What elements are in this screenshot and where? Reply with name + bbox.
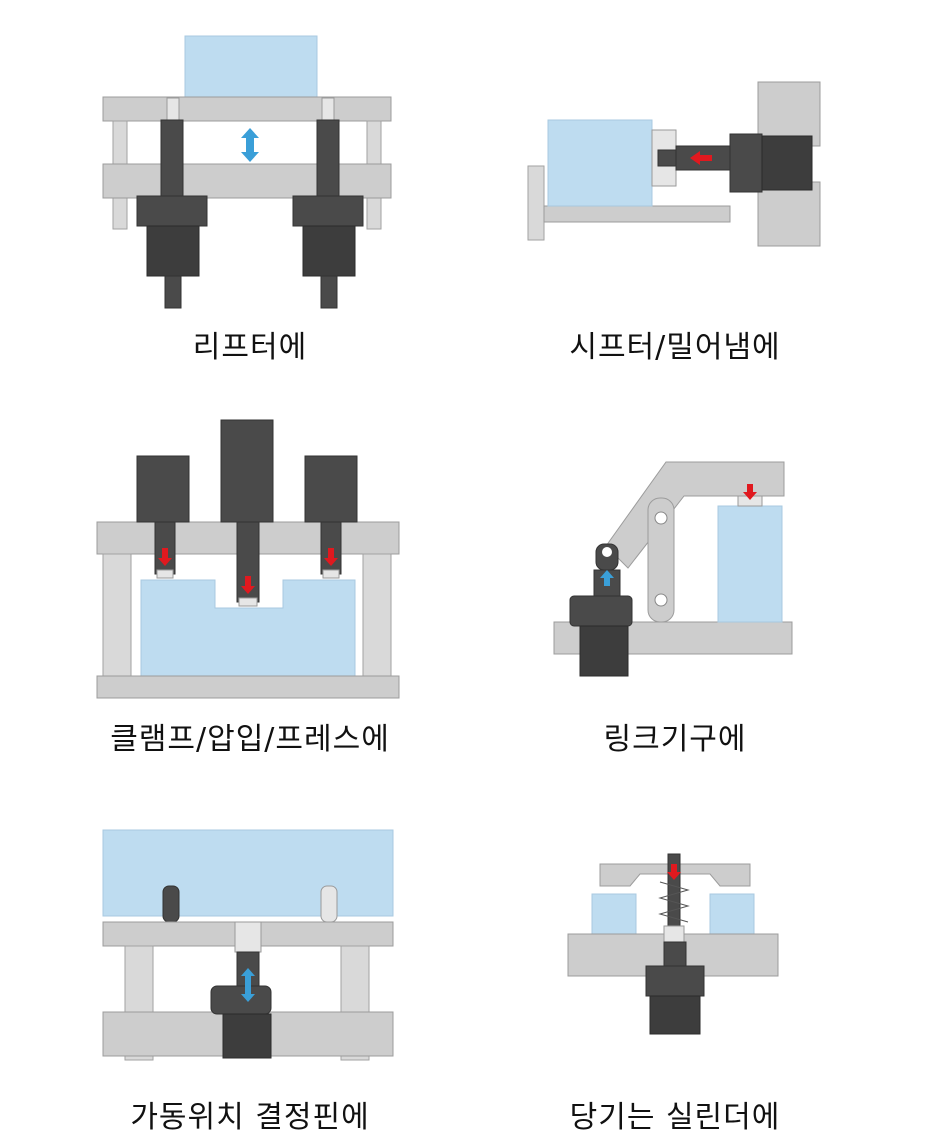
cylinder-tail-right [320, 275, 338, 309]
workpiece-left [591, 893, 637, 935]
up-arrow-icon [600, 570, 614, 586]
cylinder-body-left [146, 225, 200, 277]
panel-locating-pin: 가동위치 결정핀에 [95, 820, 405, 1148]
down-arrow-icon [667, 864, 681, 880]
rod-nut [663, 925, 685, 943]
cylinder-tail-left [164, 275, 182, 309]
cylinder-head [210, 985, 272, 1015]
cylinder-body [579, 625, 629, 677]
shifter-diagram [527, 81, 821, 247]
locating-pin-diagram [102, 829, 394, 1061]
clamp-diagram [96, 419, 400, 699]
cylinder-body [222, 1013, 272, 1059]
caption-link: 링크기구에 [603, 722, 747, 757]
workpiece [184, 35, 318, 99]
cylinder-head [569, 595, 633, 627]
workpiece [102, 829, 394, 917]
workpiece [547, 119, 653, 207]
spring [658, 881, 690, 923]
rod-end-left [166, 97, 180, 121]
caption-shifter: 시프터/밀어냄에 [569, 330, 781, 365]
cylinder-left [136, 455, 190, 523]
lifting-plate [102, 163, 392, 199]
workpiece-right [709, 893, 755, 935]
pillar-left [102, 553, 132, 677]
link-diagram [553, 461, 793, 677]
clevis-pin-icon [602, 547, 612, 557]
pivot-icon [654, 511, 668, 525]
caption-pull: 당기는 실린더에 [569, 1100, 781, 1135]
caption-lifter: 리프터에 [192, 330, 308, 365]
fixed-pin-left [162, 885, 180, 923]
panel-clamp: 클램프/압입/프레스에 [95, 418, 405, 763]
updown-arrow-icon [241, 128, 259, 162]
left-arrow-icon [690, 151, 712, 165]
base-rail [543, 205, 731, 223]
rod-left [160, 119, 184, 197]
cylinder-body [761, 135, 813, 191]
cylinder-center [220, 419, 274, 523]
end-stop [527, 165, 545, 241]
caption-clamp: 클램프/압입/프레스에 [110, 722, 390, 757]
clamp-bar [599, 863, 751, 887]
mount-wall-top [757, 81, 821, 147]
workpiece [717, 505, 783, 623]
movable-pin [234, 921, 262, 953]
mount-wall-bottom [757, 181, 821, 247]
down-arrow-icon [241, 576, 255, 594]
updown-arrow-icon [241, 968, 255, 1002]
lifter-diagram [102, 35, 392, 309]
link-arm [605, 461, 785, 569]
rod-guide [663, 941, 687, 969]
bottom-plate [96, 675, 400, 699]
cylinder-right [304, 455, 358, 523]
pillar-right [362, 553, 392, 677]
rod-tip-right [322, 569, 340, 579]
down-arrow-icon [158, 548, 172, 566]
pull-diagram [567, 853, 779, 1035]
panel-shifter: 시프터/밀어냄에 [520, 30, 830, 370]
rod-tip-center [238, 597, 258, 607]
cylinder-head-left [136, 195, 208, 227]
cylinder-body-right [302, 225, 356, 277]
down-arrow-icon [743, 484, 757, 500]
panel-link: 링크기구에 [520, 418, 830, 763]
cylinder-head [645, 965, 705, 997]
cylinder-head [729, 133, 763, 193]
cylinder-body [649, 995, 701, 1035]
top-plate [102, 96, 392, 122]
cylinder-head-right [292, 195, 364, 227]
rod-end [657, 149, 677, 167]
rod-right [316, 119, 340, 197]
panel-pull: 당기는 실린더에 [520, 820, 830, 1148]
fixed-pin-right [320, 885, 338, 923]
link-strut [647, 497, 675, 623]
caption-locating-pin: 가동위치 결정핀에 [130, 1100, 370, 1135]
pivot-icon [654, 593, 668, 607]
down-arrow-icon [324, 548, 338, 566]
panel-lifter: 리프터에 [95, 30, 405, 370]
rod-end-right [321, 97, 335, 121]
rod-tip-left [156, 569, 174, 579]
